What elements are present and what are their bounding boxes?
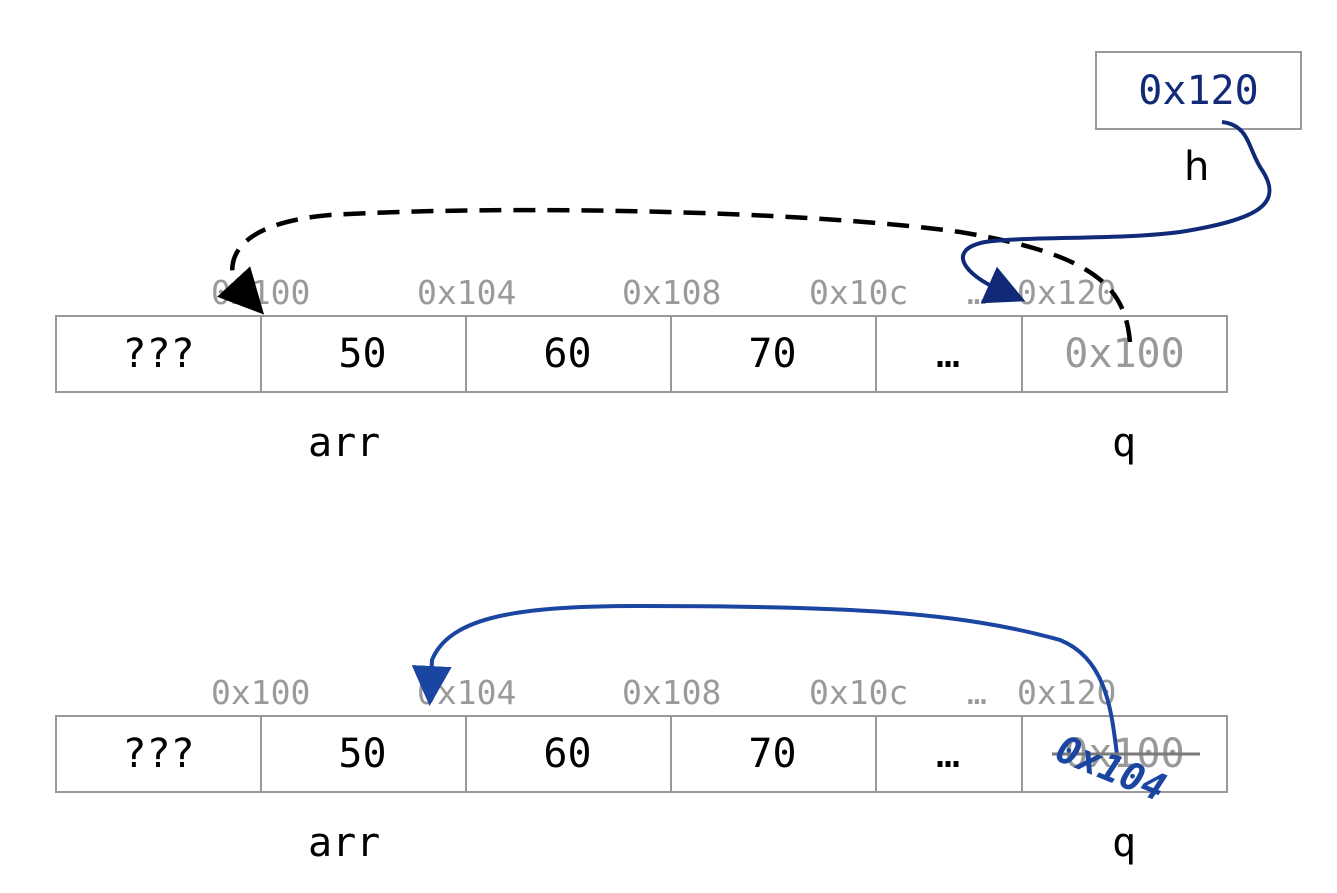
h-label: h (1184, 144, 1210, 190)
bottom-q-label: q (1112, 820, 1137, 866)
top-address-3: 0x10c (809, 273, 909, 312)
bottom-address-0: 0x100 (211, 673, 311, 712)
top-cell-0: ??? (55, 315, 262, 393)
h-pointer-arrow (961, 120, 1272, 304)
top-cell-1: 50 (260, 315, 467, 393)
top-cell-3: 70 (670, 315, 877, 393)
top-q-label: q (1112, 420, 1137, 466)
bottom-cell-0: ??? (55, 715, 262, 793)
top-address-1: 0x104 (417, 273, 517, 312)
top-cell-q: 0x100 (1021, 315, 1228, 393)
bottom-address-2: 0x108 (622, 673, 722, 712)
bottom-arr-label: arr (308, 820, 381, 866)
updated-pointer-arrow (411, 603, 1120, 763)
top-arr-label: arr (308, 420, 381, 466)
dashed-pointer-arrow (217, 207, 1133, 343)
top-address-2: 0x108 (622, 273, 722, 312)
bottom-cell-1: 50 (260, 715, 467, 793)
h-pointer-box: 0x120 (1095, 51, 1302, 130)
bottom-cell-2: 60 (465, 715, 672, 793)
bottom-address-ellipsis: … (967, 673, 987, 712)
bottom-cell-3: 70 (670, 715, 877, 793)
h-value: 0x120 (1138, 67, 1259, 114)
bottom-address-3: 0x10c (809, 673, 909, 712)
top-cell-2: 60 (465, 315, 672, 393)
